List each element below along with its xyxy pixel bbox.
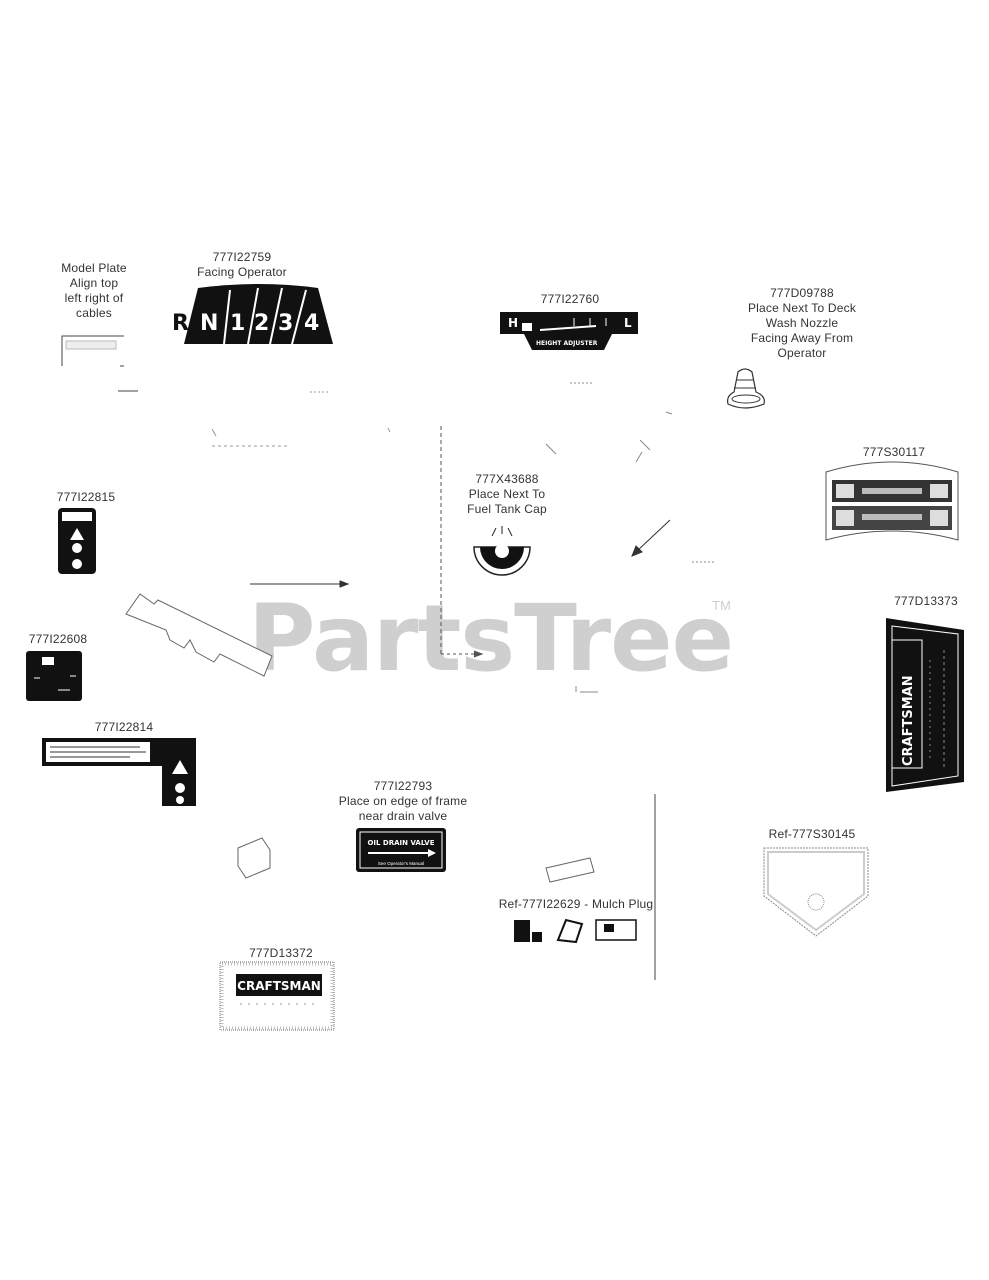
height-adjuster-label: 777I22760: [540, 292, 600, 306]
wash-nozzle-label: 777D09788 Place Next To Deck Wash Nozzle…: [747, 286, 857, 360]
shift-decal-label: 777I22759 Facing Operator: [197, 250, 287, 279]
oil-drain-title: OIL DRAIN VALVE: [367, 839, 434, 847]
decal-608-label: 777I22608: [28, 632, 88, 646]
ref-30145-decal: [763, 847, 869, 937]
height-adjuster-text: HEIGHT ADJUSTER: [536, 340, 598, 347]
trademark-mark: TM: [712, 598, 731, 613]
oil-drain-sub: See Operator's Manual: [378, 861, 424, 866]
oil-drain-label: 777I22793 Place on edge of frame near dr…: [338, 779, 468, 823]
mulch-plug-decal: [514, 918, 637, 944]
decal-814: [42, 738, 196, 806]
height-adjuster-decal: H L HEIGHT ADJUSTER: [500, 312, 638, 350]
gear-letter-n: N: [200, 311, 218, 336]
frame-fragments: [211, 391, 391, 447]
gear-letter-4: 4: [304, 311, 319, 336]
height-hi-letter: H: [508, 316, 518, 330]
height-lo-letter: L: [624, 316, 632, 330]
craftsman-decal-small: CRAFTSMAN: [219, 961, 335, 1031]
oil-drain-decal: OIL DRAIN VALVE See Operator's Manual: [356, 828, 446, 872]
model-plate-label: Model Plate Align top left right of cabl…: [61, 261, 127, 320]
gear-letter-2: 2: [254, 311, 269, 336]
frame-outline: [440, 426, 484, 658]
mulch-plug-label: Ref-777I22629 - Mulch Plug: [498, 897, 654, 911]
gear-letter-r: R: [172, 311, 189, 336]
decal-bracket: [125, 593, 273, 677]
decal-13373-label: 777D13373: [894, 594, 958, 608]
wash-nozzle-fitting: [727, 368, 765, 409]
shift-pattern-decal: R N 1 2 3 4: [172, 284, 333, 345]
decal-815: [58, 508, 96, 574]
model-plate-bracket: [61, 335, 138, 392]
fuel-cap-decal: [473, 526, 531, 576]
craftsman-logo-large: CRAFTSMAN: [901, 675, 916, 766]
decal-30117: [825, 461, 959, 541]
craftsman-logo-small: CRAFTSMAN: [237, 979, 321, 993]
pointer-arrows: [250, 519, 671, 588]
deck-fragments: [545, 382, 716, 693]
small-bracket: [237, 837, 271, 879]
gear-letter-3: 3: [278, 311, 293, 336]
decal-13372-label: 777D13372: [249, 946, 313, 960]
craftsman-decal-large: CRAFTSMAN: [886, 618, 964, 792]
gear-letter-1: 1: [230, 311, 245, 336]
decal-814-label: 777I22814: [94, 720, 154, 734]
ref-30145-label: Ref-777S30145: [768, 827, 856, 841]
fuel-cap-label: 777X43688 Place Next To Fuel Tank Cap: [467, 472, 547, 516]
decal-815-label: 777I22815: [56, 490, 116, 504]
decal-30117-label: 777S30117: [862, 445, 926, 459]
decal-608: [26, 651, 82, 701]
watermark: PartsTree: [248, 585, 734, 692]
mulch-plug-strip: [545, 857, 595, 883]
